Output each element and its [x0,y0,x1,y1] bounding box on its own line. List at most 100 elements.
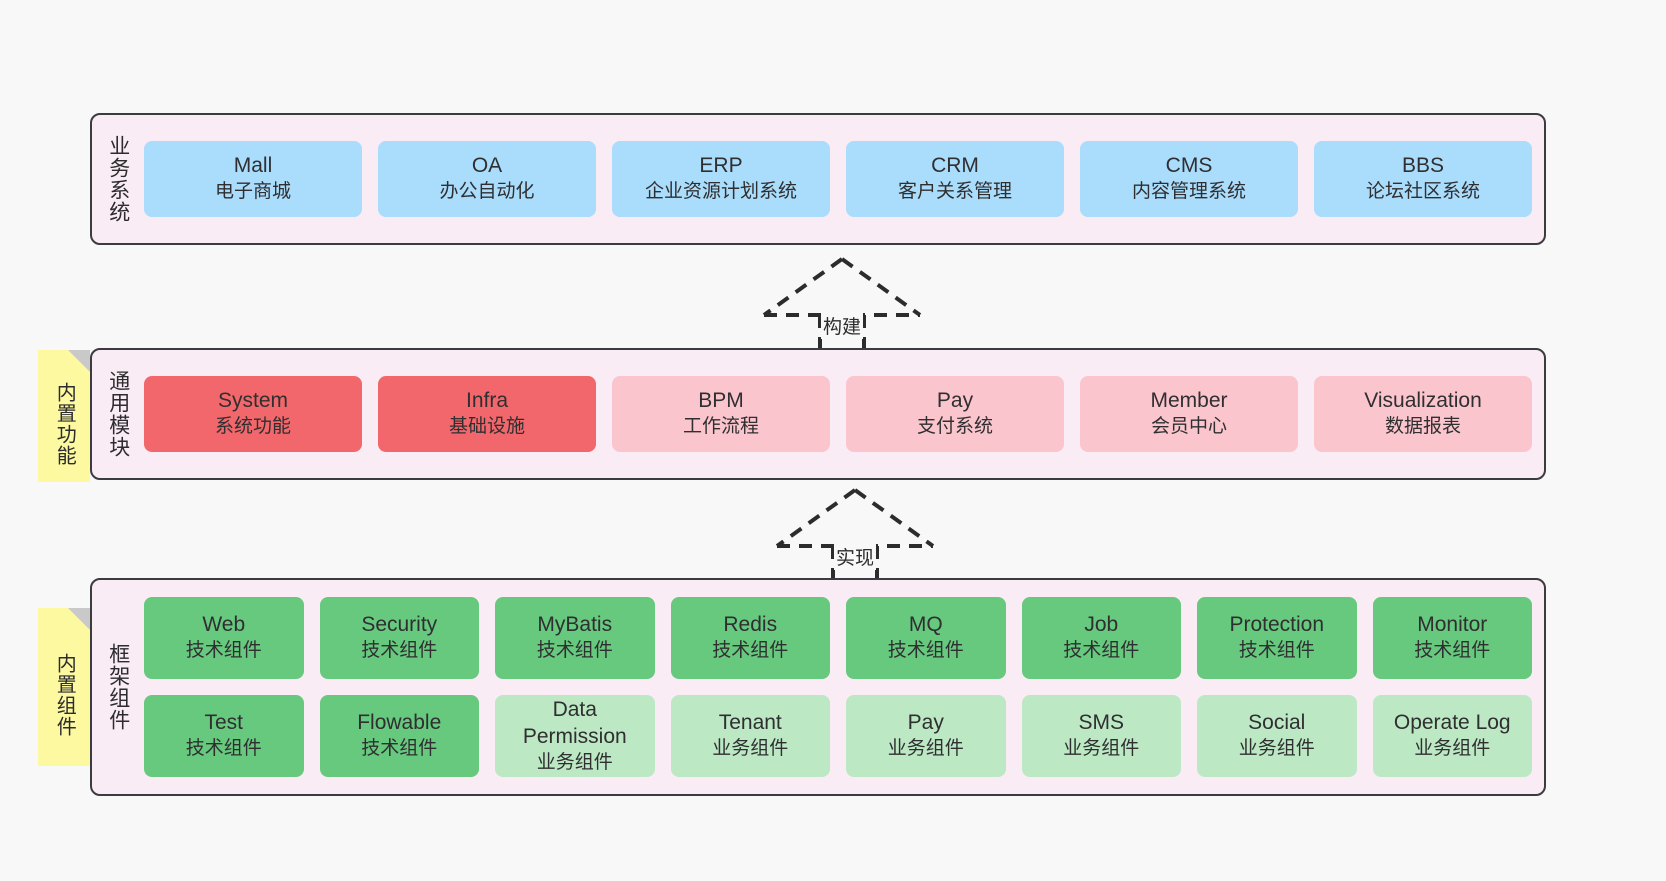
node-title: ERP [699,154,743,178]
node-subtitle: 企业资源计划系统 [644,181,797,203]
node-subtitle: 系统功能 [214,416,291,438]
node-security[interactable]: Security 技术组件 [319,597,479,679]
node-subtitle: 客户关系管理 [897,181,1012,203]
node-subtitle: 工作流程 [682,416,759,438]
node-title: Redis [723,613,778,637]
note-builtin-features: 内置功能 [38,350,90,482]
node-title: Job [1084,613,1119,637]
node-title: CRM [931,154,979,178]
node-infra[interactable]: Infra 基础设施 [378,376,596,452]
layer-body-common: System 系统功能 Infra 基础设施 BPM 工作流程 Pay 支付系统… [144,350,1544,478]
node-crm[interactable]: CRM 客户关系管理 [846,141,1064,217]
node-title: Protection [1229,613,1325,637]
arrowhead-left-edge [762,257,844,317]
cell-row: System 系统功能 Infra 基础设施 BPM 工作流程 Pay 支付系统… [144,376,1532,452]
layer-body-business: Mall 电子商城 OA 办公自动化 ERP 企业资源计划系统 CRM 客户关系… [144,115,1544,243]
node-operate-log[interactable]: Operate Log 业务组件 [1372,695,1532,777]
node-subtitle: 技术组件 [185,640,262,662]
node-title: MyBatis [537,613,613,637]
node-redis[interactable]: Redis 技术组件 [670,597,830,679]
node-subtitle: 技术组件 [361,738,438,760]
node-subtitle: 业务组件 [1238,738,1315,760]
node-subtitle: 技术组件 [887,640,964,662]
node-visualization[interactable]: Visualization 数据报表 [1314,376,1532,452]
node-subtitle: 业务组件 [712,738,789,760]
node-subtitle: 业务组件 [1063,738,1140,760]
node-title: Infra [465,389,509,413]
layer-title-business: 业务系统 [106,135,130,223]
node-data-permission[interactable]: Data Permission 业务组件 [495,695,655,777]
node-title: OA [471,154,503,178]
node-title: Test [204,711,243,735]
arrowhead-right-edge [853,488,935,548]
connector-build: 构建 [752,253,932,349]
folded-corner-icon [68,608,90,630]
node-protection[interactable]: Protection 技术组件 [1197,597,1357,679]
node-title: Mall [233,154,273,178]
node-job[interactable]: Job 技术组件 [1021,597,1181,679]
node-mq[interactable]: MQ 技术组件 [846,597,1006,679]
node-subtitle: 数据报表 [1384,416,1461,438]
node-subtitle: 内容管理系统 [1131,181,1246,203]
node-title: Data Permission [522,697,627,748]
layer-body-framework: Web 技术组件 Security 技术组件 MyBatis 技术组件 Redi… [144,580,1544,794]
node-subtitle: 技术组件 [712,640,789,662]
arrowhead-left-edge [775,488,857,548]
node-pay[interactable]: Pay 支付系统 [846,376,1064,452]
node-subtitle: 办公自动化 [439,181,535,203]
node-title: Social [1248,711,1306,735]
node-monitor[interactable]: Monitor 技术组件 [1372,597,1532,679]
node-subtitle: 会员中心 [1150,416,1227,438]
node-title: Visualization [1364,389,1482,413]
node-title: Pay [936,389,974,413]
node-web[interactable]: Web 技术组件 [144,597,304,679]
node-subtitle: 电子商城 [214,181,291,203]
node-subtitle: 技术组件 [1414,640,1491,662]
node-subtitle: 技术组件 [536,640,613,662]
note-label: 内置组件 [53,653,76,737]
node-member[interactable]: Member 会员中心 [1080,376,1298,452]
note-label: 内置功能 [53,382,76,466]
node-system[interactable]: System 系统功能 [144,376,362,452]
node-sms[interactable]: SMS 业务组件 [1021,695,1181,777]
layer-business-systems: 业务系统 Mall 电子商城 OA 办公自动化 ERP 企业资源计划系统 CRM… [90,113,1546,245]
node-flowable[interactable]: Flowable 技术组件 [319,695,479,777]
node-mybatis[interactable]: MyBatis 技术组件 [495,597,655,679]
connector-label-realize: 实现 [833,543,877,570]
node-cms[interactable]: CMS 内容管理系统 [1080,141,1298,217]
node-title: Member [1150,389,1228,413]
note-builtin-components: 内置组件 [38,608,90,766]
node-tenant[interactable]: Tenant 业务组件 [670,695,830,777]
node-title: BBS [1401,154,1445,178]
node-subtitle: 论坛社区系统 [1365,181,1480,203]
cell-row: Mall 电子商城 OA 办公自动化 ERP 企业资源计划系统 CRM 客户关系… [144,141,1532,217]
node-subtitle: 技术组件 [1238,640,1315,662]
node-subtitle: 基础设施 [448,416,525,438]
node-bpm[interactable]: BPM 工作流程 [612,376,830,452]
node-bbs[interactable]: BBS 论坛社区系统 [1314,141,1532,217]
node-subtitle: 技术组件 [185,738,262,760]
node-title: Operate Log [1393,711,1511,735]
node-subtitle: 业务组件 [1414,738,1491,760]
node-title: Flowable [357,711,442,735]
layer-title-framework: 框架组件 [106,643,130,731]
node-title: Monitor [1417,613,1488,637]
node-title: MQ [908,613,943,637]
connector-realize: 实现 [765,484,945,580]
node-title: System [217,389,288,413]
node-title: Security [361,613,438,637]
node-subtitle: 业务组件 [887,738,964,760]
node-title: BPM [698,389,744,413]
node-test[interactable]: Test 技术组件 [144,695,304,777]
node-social[interactable]: Social 业务组件 [1197,695,1357,777]
folded-corner-icon [68,350,90,372]
connector-label-build: 构建 [820,312,864,339]
node-title: Tenant [718,711,782,735]
node-pay-component[interactable]: Pay 业务组件 [846,695,1006,777]
node-erp[interactable]: ERP 企业资源计划系统 [612,141,830,217]
node-subtitle: 支付系统 [916,416,993,438]
node-mall[interactable]: Mall 电子商城 [144,141,362,217]
node-oa[interactable]: OA 办公自动化 [378,141,596,217]
node-title: Pay [907,711,944,735]
